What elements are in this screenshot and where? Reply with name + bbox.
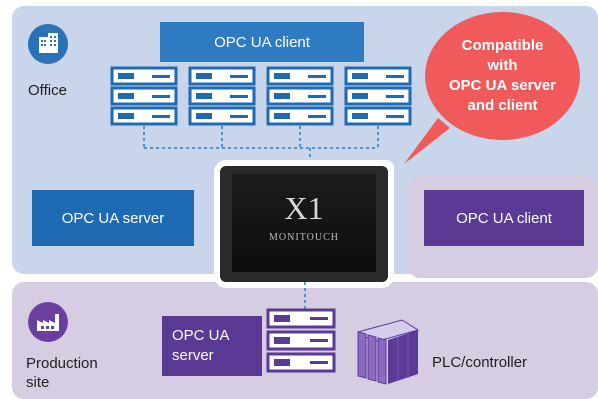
production-server-line1: OPC UA [172, 327, 230, 344]
callout-line-2: with [487, 57, 518, 74]
production-server-box: OPC UA server [162, 316, 262, 376]
callout-tail [404, 118, 450, 164]
server-rack-icon [266, 308, 336, 373]
production-server-line2: server [172, 347, 214, 364]
device-brand: MONITOUCH [269, 232, 339, 243]
callout-line-4: and client [467, 97, 538, 114]
right-client-box: OPC UA client [424, 190, 584, 246]
plc-cabinet-icon [356, 319, 420, 385]
office-server-racks [110, 66, 412, 164]
hmi-screen [232, 174, 376, 272]
factory-icon [28, 302, 68, 342]
office-client-box: OPC UA client [160, 22, 364, 62]
plc-label: PLC/controller [432, 354, 528, 371]
callout-line-3: OPC UA server [449, 77, 556, 94]
server-rack-icon [110, 66, 178, 126]
device-to-production-connector [304, 282, 306, 312]
building-icon [28, 24, 68, 64]
production-label: Production site [26, 354, 98, 392]
production-label-line1: Production [26, 355, 98, 372]
production-label-line2: site [26, 374, 50, 391]
compatibility-callout: Compatible with OPC UA server and client [425, 12, 580, 140]
callout-line-1: Compatible [461, 37, 544, 54]
office-label: Office [28, 82, 67, 99]
device-model: X1 [284, 190, 324, 226]
office-server-box: OPC UA server [32, 190, 194, 246]
